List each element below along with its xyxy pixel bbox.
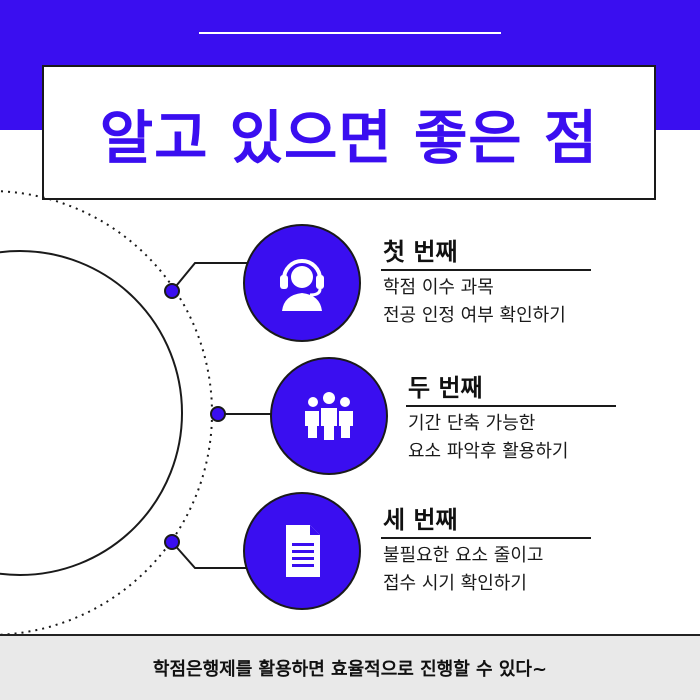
item-rule-2 — [406, 405, 616, 407]
title-box: 알고 있으면 좋은 점 — [42, 65, 656, 200]
connector-line-3 — [171, 541, 248, 569]
icon-circle-1 — [243, 224, 361, 342]
item-title-3: 세 번째 — [383, 506, 458, 534]
item-desc-2-line2: 요소 파악후 활용하기 — [408, 441, 569, 462]
page-title: 알고 있으면 좋은 점 — [99, 103, 599, 172]
headset-support-icon — [280, 259, 324, 311]
item-desc-2: 기간 단축 가능한 요소 파악후 활용하기 — [408, 410, 568, 466]
document-icon — [286, 525, 320, 577]
item-desc-3: 불필요한 요소 줄이고 접수 시기 확인하기 — [383, 542, 543, 598]
item-title-2: 두 번째 — [408, 374, 483, 402]
item-desc-3-line1: 불필요한 요소 줄이고 — [383, 545, 544, 566]
group-people-icon — [305, 392, 353, 440]
item-rule-3 — [381, 537, 591, 539]
item-desc-1-line1: 학점 이수 과목 — [383, 277, 494, 298]
node-dot-3 — [164, 534, 180, 550]
node-dot-1 — [164, 283, 180, 299]
icon-circle-2 — [270, 357, 388, 475]
dotted-outer-ring — [0, 190, 213, 636]
node-dot-2 — [210, 406, 226, 422]
item-rule-1 — [381, 269, 591, 271]
inner-ring — [0, 250, 183, 576]
top-divider-line — [199, 32, 501, 34]
item-desc-1-line2: 전공 인정 여부 확인하기 — [383, 305, 566, 326]
item-title-1: 첫 번째 — [383, 238, 458, 266]
connector-line-1 — [171, 262, 248, 292]
footer-bar: 학점은행제를 활용하면 효율적으로 진행할 수 있다~ — [0, 634, 700, 700]
item-desc-2-line1: 기간 단축 가능한 — [408, 413, 536, 434]
footer-message: 학점은행제를 활용하면 효율적으로 진행할 수 있다~ — [152, 659, 548, 680]
icon-circle-3 — [243, 492, 361, 610]
item-desc-1: 학점 이수 과목 전공 인정 여부 확인하기 — [383, 274, 566, 330]
item-desc-3-line2: 접수 시기 확인하기 — [383, 573, 527, 594]
